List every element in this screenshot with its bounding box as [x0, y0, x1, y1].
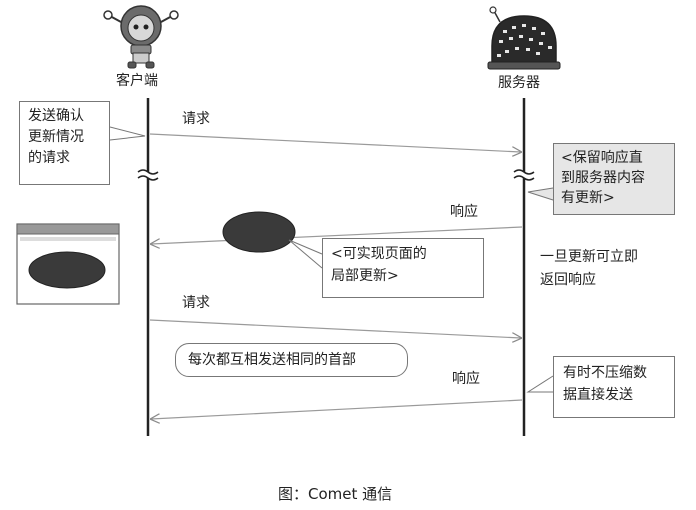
no-compress-note: 有时不压缩数 据直接发送 — [553, 356, 675, 418]
server-hold-note: <保留响应直 到服务器内容 有更新> — [553, 143, 675, 215]
same-header-note: 每次都互相发送相同的首部 — [175, 343, 408, 377]
server-break-mark — [512, 169, 536, 181]
request-arrow-2 — [149, 319, 521, 338]
client-label: 客户端 — [116, 73, 158, 89]
response-arrow-2 — [151, 399, 523, 419]
browser-window-icon — [16, 223, 120, 305]
no-compress-note-tail — [526, 375, 554, 393]
server-dome-icon — [487, 6, 561, 70]
partial-update-note: <可实现页面的 局部更新> — [322, 238, 484, 298]
request-label-1: 请求 — [182, 111, 210, 127]
server-label: 服务器 — [498, 75, 540, 91]
response-arrow-1 — [151, 226, 523, 244]
client-note-tail — [109, 126, 146, 141]
client-break-mark — [136, 169, 160, 181]
server-hold-note-tail — [527, 187, 554, 201]
request-label-2: 请求 — [182, 295, 210, 311]
response-label-2: 响应 — [452, 371, 480, 387]
request-arrow-1 — [149, 133, 521, 152]
figure-caption: 图：Comet 通信 — [278, 485, 393, 503]
client-robot-icon — [103, 5, 179, 69]
client-note: 发送确认 更新情况 的请求 — [19, 101, 110, 185]
response-label-1: 响应 — [450, 204, 478, 220]
data-payload-ellipse — [222, 211, 296, 253]
partial-update-note-tail — [288, 239, 323, 269]
immediate-response-text: 一旦更新可立即 返回响应 — [540, 249, 638, 288]
